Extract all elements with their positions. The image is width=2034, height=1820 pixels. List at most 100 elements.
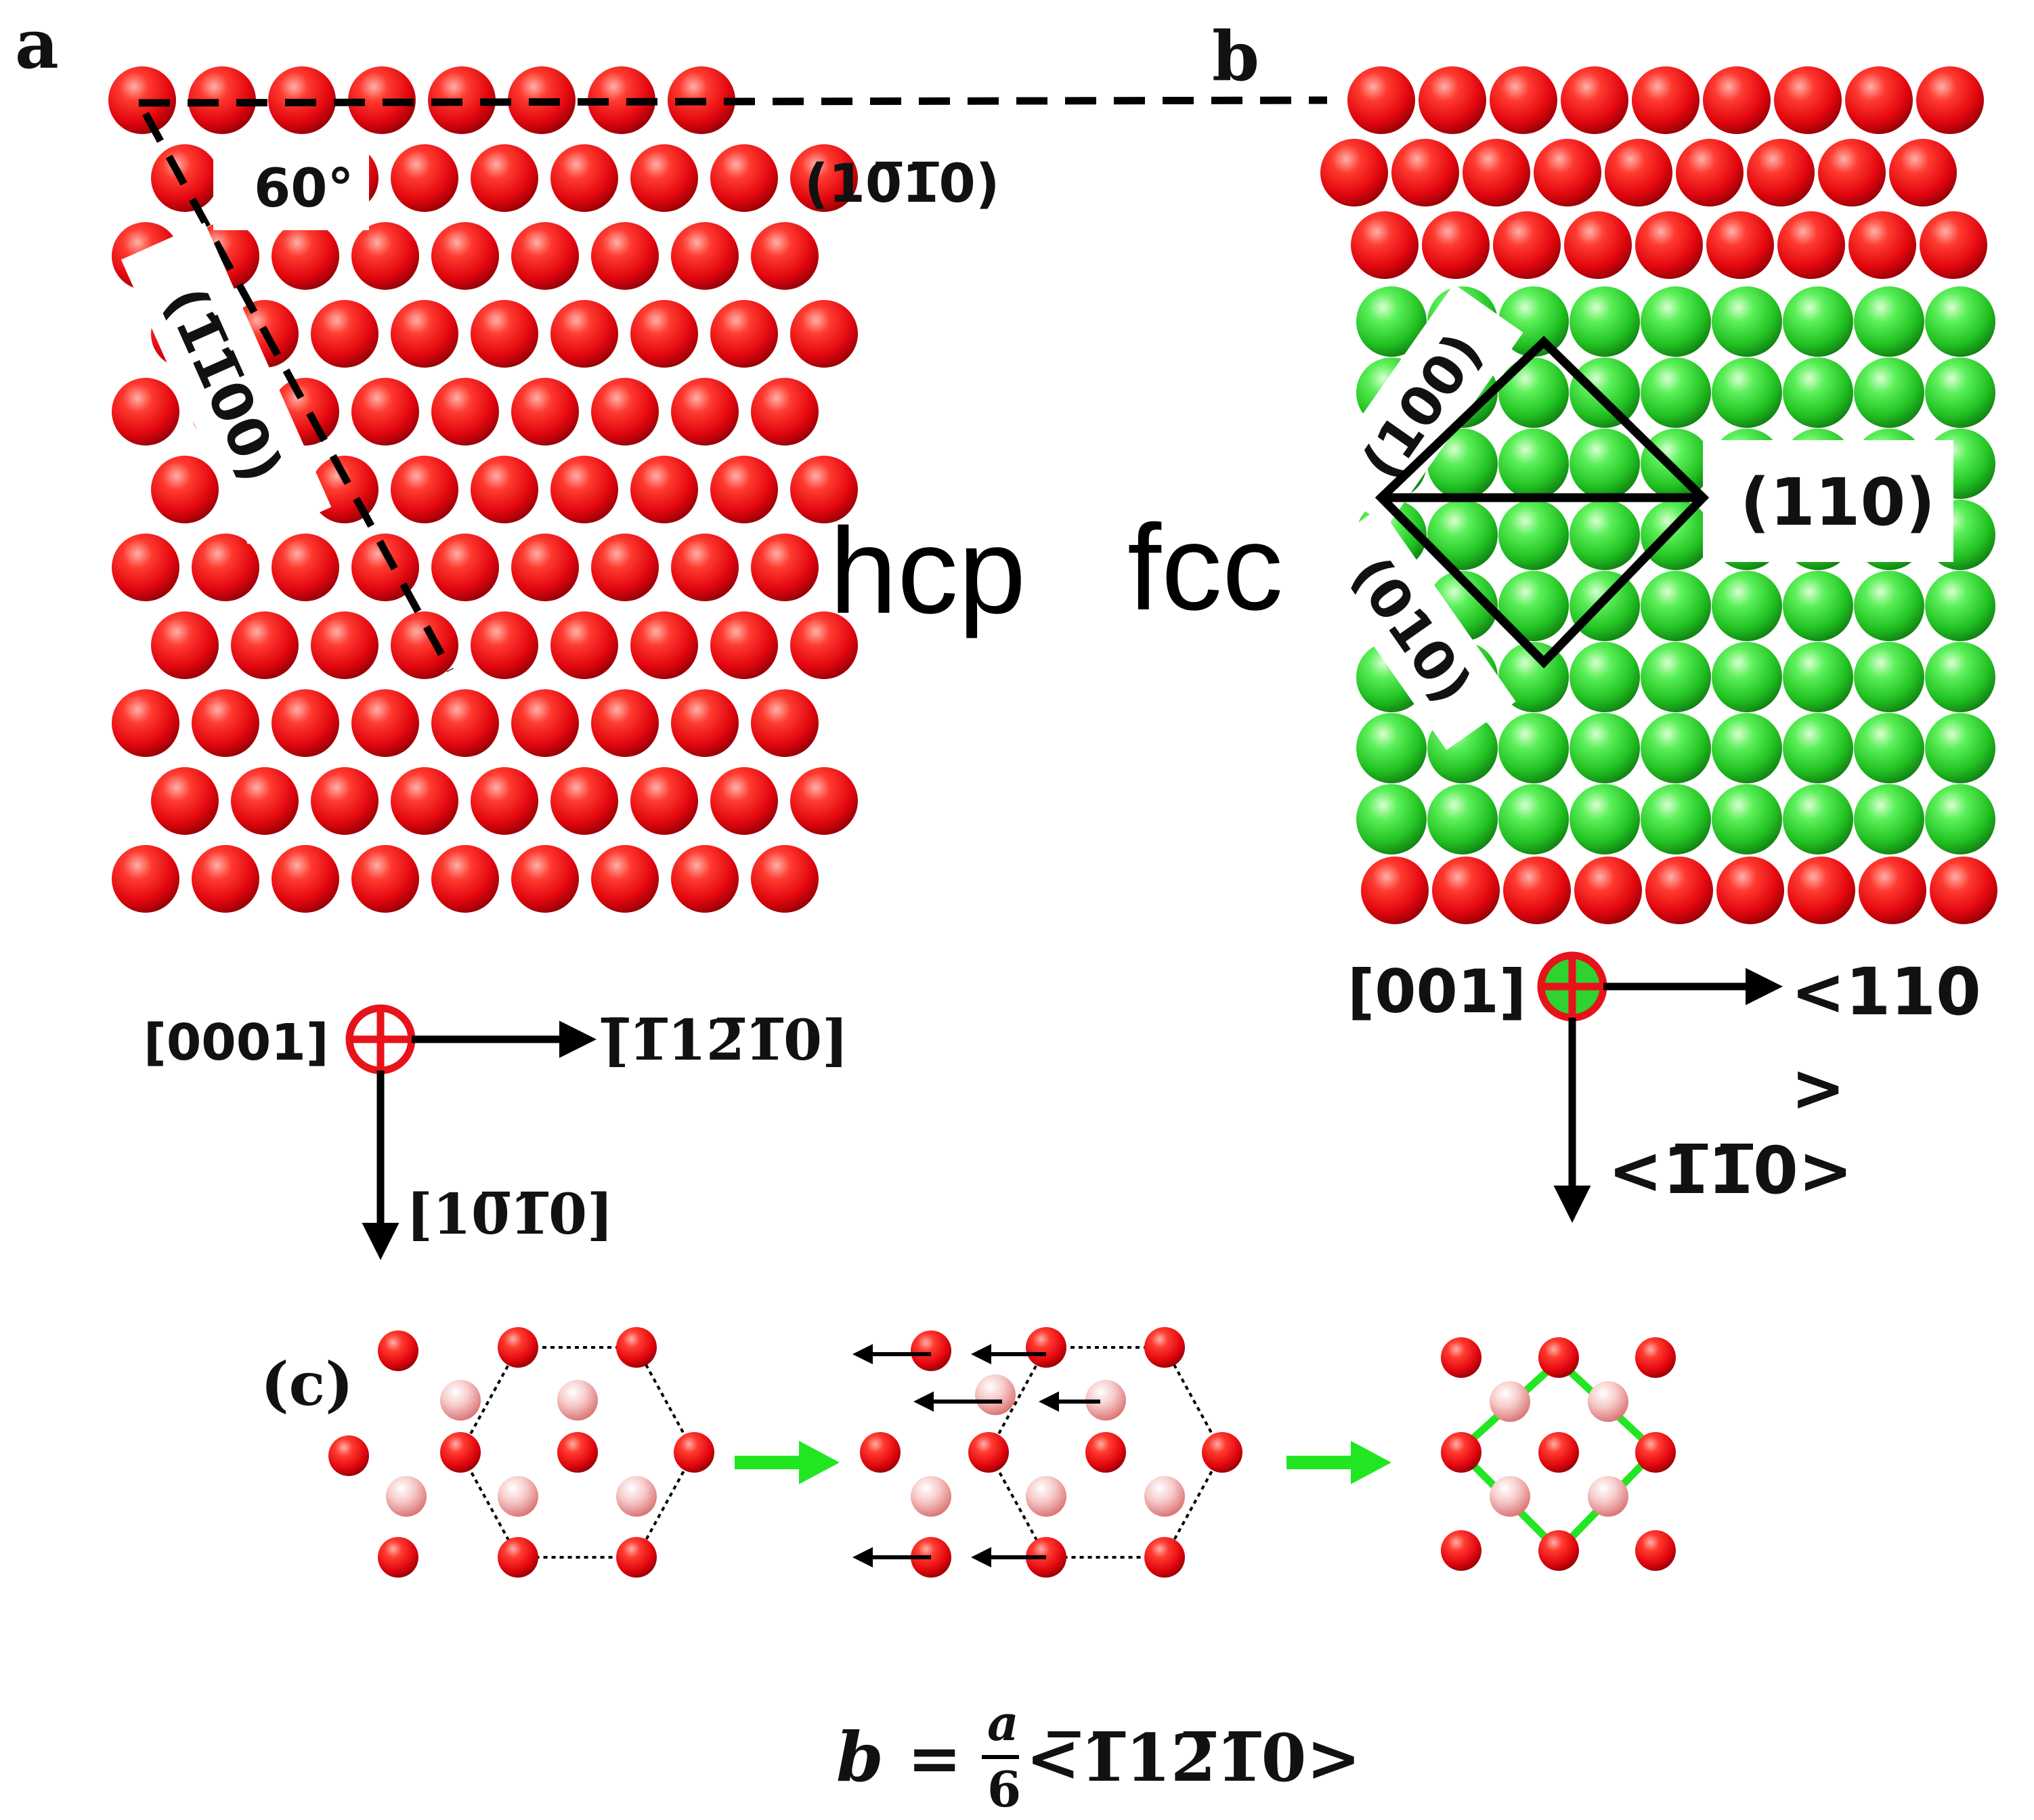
hcp-atom — [1534, 139, 1601, 207]
hcp-atom — [751, 534, 819, 601]
fcc-atom — [1641, 713, 1711, 783]
hcp-atom — [1419, 66, 1486, 134]
panel-label-a: a — [15, 4, 59, 84]
hcp-atom — [790, 767, 858, 835]
fcc-atom — [1925, 571, 1995, 641]
layer-a-atom — [1538, 1530, 1579, 1571]
hcp-atom — [1916, 66, 1984, 134]
hcp-atom — [351, 689, 419, 757]
transition-arrow-1 — [735, 1441, 840, 1484]
layer-a-atom — [1441, 1530, 1481, 1571]
shear-arrows — [852, 1344, 1100, 1567]
hcp-atom — [431, 689, 499, 757]
fcc-atom — [1854, 571, 1924, 641]
hcp-right-axis-label: [̅1̅12̅1̅0] — [601, 1008, 848, 1073]
fcc-atom — [1570, 784, 1640, 854]
prism-trace-dashed-line — [142, 112, 454, 672]
fcc-atom — [1641, 286, 1711, 357]
hcp-atom — [1706, 211, 1774, 279]
hcp-atom — [112, 689, 179, 757]
layer-a-atom — [440, 1432, 481, 1473]
fcc-right-axis-label-line2: > — [1791, 1050, 1845, 1126]
transition-atoms — [328, 1327, 1676, 1578]
hcp-atom — [272, 222, 339, 290]
formula-lhs: b — [836, 1717, 884, 1797]
layer-b-atom — [1588, 1381, 1628, 1422]
hcp-atom — [710, 456, 778, 523]
hcp-atom — [1859, 857, 1926, 924]
fcc-atom — [1712, 571, 1782, 641]
hcp-atom — [511, 845, 579, 913]
formula-equals: = — [907, 1720, 961, 1796]
fcc-atom — [1570, 713, 1640, 783]
angle-label: 60° — [254, 158, 354, 219]
hcp-atom — [591, 534, 659, 601]
hcp-atom — [710, 767, 778, 835]
hcp-atom — [351, 845, 419, 913]
fcc-atom — [1854, 286, 1924, 357]
plane-label-110-box — [1703, 440, 1953, 562]
hcp-atom — [391, 456, 458, 523]
hcp-atom — [351, 378, 419, 446]
hcp-atom — [671, 689, 739, 757]
layer-a-atom — [557, 1432, 598, 1473]
hcp-atom — [1320, 139, 1388, 207]
hcp-atom — [1391, 139, 1459, 207]
layer-a-atom — [616, 1537, 657, 1578]
hcp-atom — [431, 378, 499, 446]
hcp-atom — [1422, 211, 1490, 279]
layer-a-atom — [498, 1327, 538, 1368]
hcp-atom — [790, 300, 858, 368]
fcc-atom — [1783, 358, 1853, 428]
hcp-atom — [511, 689, 579, 757]
hcp-atom — [1788, 857, 1855, 924]
hcp-atom — [151, 767, 219, 835]
layer-a-atom — [968, 1432, 1009, 1473]
fcc-atom — [1712, 286, 1782, 357]
fcc-atom — [1570, 358, 1640, 428]
fcc-atom — [1641, 642, 1711, 712]
layer-a-atom — [1441, 1337, 1481, 1378]
hcp-atom — [1605, 139, 1672, 207]
fcc-atom — [1641, 358, 1711, 428]
hcp-atom — [1747, 139, 1815, 207]
hcp-atom — [550, 456, 618, 523]
angle-label-box — [213, 142, 369, 230]
layer-b-atom — [440, 1380, 481, 1421]
hcp-atom — [391, 300, 458, 368]
layer-b-atom — [1588, 1476, 1628, 1517]
fcc-atom — [1925, 784, 1995, 854]
hcp-atom — [511, 222, 579, 290]
hcp-atom — [1635, 211, 1703, 279]
hcp-label: hcp — [829, 503, 1026, 639]
hcp-atom — [1493, 211, 1561, 279]
hcp-atom — [311, 300, 378, 368]
layer-b-atom — [1144, 1476, 1185, 1517]
fcc-atom — [1427, 500, 1498, 570]
hcp-atom — [511, 378, 579, 446]
layer-b-atom — [1490, 1476, 1530, 1517]
fcc-atom — [1356, 713, 1427, 783]
hcp-atom — [1574, 857, 1642, 924]
hcp-atom — [1564, 211, 1632, 279]
fcc-atom — [1498, 429, 1569, 499]
layer-b-atom — [557, 1380, 598, 1421]
layer-a-atom — [378, 1330, 418, 1371]
transition-arrow-2 — [1286, 1441, 1391, 1484]
fcc-atom — [1712, 642, 1782, 712]
hcp-atom — [550, 767, 618, 835]
layer-b-atom — [616, 1476, 657, 1517]
hcp-atom — [112, 378, 179, 446]
layer-a-atom — [1635, 1530, 1676, 1571]
plane-label-10-1-0: (10̅1̅0) — [804, 154, 999, 215]
hcp-atom — [351, 534, 419, 601]
layer-a-atom — [1144, 1537, 1185, 1578]
fcc-atom — [1641, 784, 1711, 854]
layer-a-atom — [1635, 1432, 1676, 1473]
hcp-atom — [1645, 857, 1713, 924]
formula-numerator: a — [987, 1694, 1019, 1752]
formula-denominator: 6 — [987, 1760, 1021, 1818]
hcp-down-axis-label: [10̅1̅0] — [406, 1182, 613, 1247]
hcp-atom — [671, 534, 739, 601]
